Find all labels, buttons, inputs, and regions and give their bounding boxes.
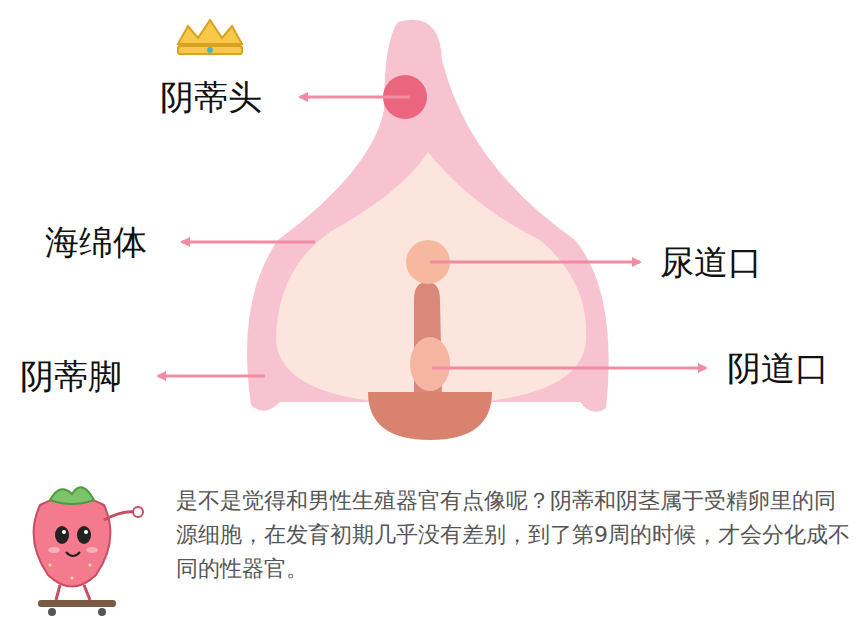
part-label: 阴蒂头 — [160, 77, 262, 118]
leader-line — [158, 375, 265, 378]
leader-line — [182, 241, 315, 244]
leader-line — [432, 367, 706, 370]
part-label: 阴道口 — [727, 348, 829, 389]
leader-line — [430, 261, 640, 264]
part-label: 海绵体 — [45, 222, 147, 263]
caption-text: 是不是觉得和男性生殖器官有点像呢？阴蒂和阴茎属于受精卵里的同源细胞，在发育初期几… — [176, 484, 852, 586]
crown-icon — [178, 20, 242, 54]
part-label: 阴蒂脚 — [20, 356, 122, 397]
vaginal-opening — [410, 337, 450, 391]
leader-line — [300, 96, 410, 99]
part-label: 尿道口 — [660, 242, 762, 283]
vulva-inner — [276, 152, 586, 402]
clitoral-body — [247, 20, 609, 412]
perineum — [368, 392, 492, 440]
strawberry-mascot — [34, 487, 143, 616]
